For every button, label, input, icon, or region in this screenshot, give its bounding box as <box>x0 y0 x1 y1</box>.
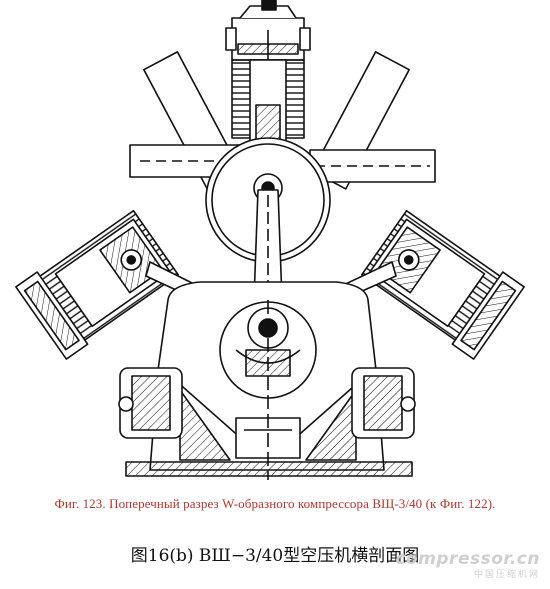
top-cylinder-head <box>225 0 311 61</box>
russian-caption: Фиг. 123. Поперечный разрез W-образного … <box>54 496 496 511</box>
crankcase <box>125 281 413 480</box>
watermark: compressor.cn 中国压缩机网 <box>395 549 540 580</box>
chinese-caption: 图16(b) ВШ−3/40型空压机横剖面图 <box>130 546 420 566</box>
top-cylinder <box>231 59 305 151</box>
fan-blades <box>129 51 436 190</box>
right-bearing-housing <box>351 367 416 439</box>
right-cylinder <box>361 209 525 360</box>
compressor-cross-section-drawing <box>15 0 525 480</box>
watermark-sub-text: 中国压缩机网 <box>473 570 540 580</box>
left-cylinder <box>15 209 179 360</box>
watermark-main-text: compressor.cn <box>395 549 540 569</box>
left-bearing-housing <box>118 367 183 439</box>
